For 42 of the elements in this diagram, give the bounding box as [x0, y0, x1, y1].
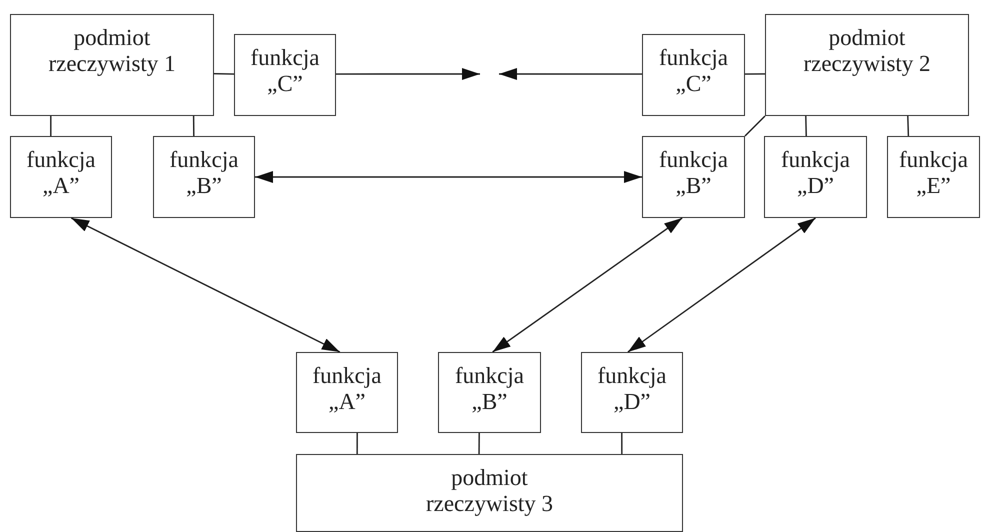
node-box — [10, 14, 214, 116]
node-label: podmiot rzeczywisty 2 — [802, 25, 932, 77]
node-box — [581, 352, 683, 433]
connector-line — [621, 433, 623, 454]
node-box — [764, 136, 867, 218]
node-label: funkcja „C” — [250, 45, 320, 97]
node-label: funkcja „C” — [658, 45, 729, 97]
connector-line — [907, 116, 910, 136]
connector-line — [192, 116, 194, 136]
node-box — [153, 136, 255, 218]
node-label: funkcja „A” — [312, 363, 382, 415]
node-label: podmiot rzeczywisty 1 — [47, 25, 177, 77]
node-label: funkcja „B” — [454, 363, 525, 415]
connector-line — [805, 116, 807, 136]
connector-line — [478, 433, 480, 454]
node-label: funkcja „E” — [898, 147, 969, 199]
connector-line — [745, 73, 765, 75]
arrow — [499, 68, 642, 80]
node-box — [887, 136, 980, 218]
node-box — [10, 136, 112, 218]
node-label: funkcja „B” — [658, 147, 729, 199]
arrow — [628, 217, 816, 353]
node-label: funkcja „B” — [168, 147, 240, 199]
node-label: funkcja „A” — [26, 147, 96, 199]
arrow — [492, 217, 683, 353]
node-box — [438, 352, 541, 433]
arrow — [70, 217, 340, 353]
connector-line — [744, 116, 766, 136]
connector-line — [50, 116, 52, 136]
connector-line — [214, 72, 234, 75]
node-box — [765, 14, 969, 116]
connector-line — [356, 433, 358, 454]
node-box — [642, 34, 745, 116]
arrow — [255, 171, 642, 183]
node-label: funkcja „D” — [780, 147, 851, 199]
node-box — [642, 136, 745, 218]
node-box — [296, 454, 683, 532]
arrow — [336, 68, 480, 80]
node-label: funkcja „D” — [596, 363, 668, 415]
node-label: podmiot rzeczywisty 3 — [424, 465, 554, 517]
node-box — [296, 352, 398, 433]
node-box — [234, 34, 336, 116]
